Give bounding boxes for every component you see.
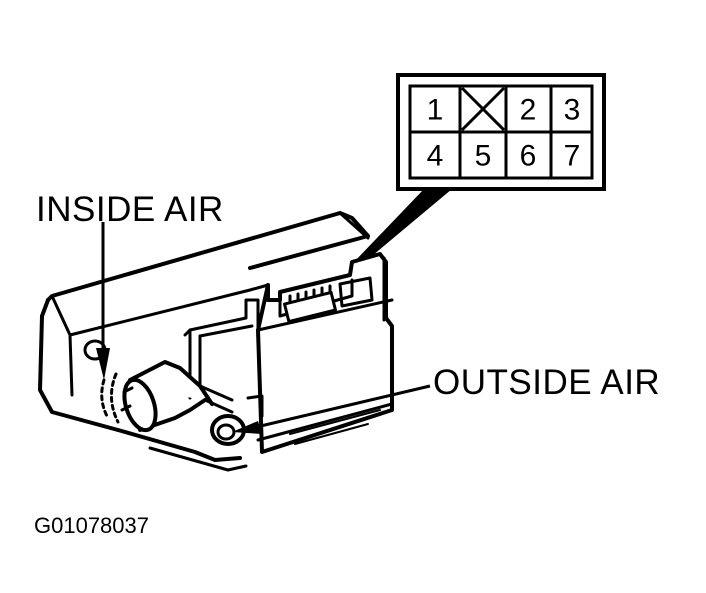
outside-air-leader-line: [251, 384, 431, 430]
connector-pinout: 1 2 3 4 5 6 7: [396, 73, 606, 191]
pin-number: 2: [520, 94, 537, 127]
inside-air-arrowhead: [96, 348, 110, 380]
inside-air-label: INSIDE AIR: [36, 190, 224, 229]
callout-pointer: [354, 189, 452, 266]
pin-number: 5: [475, 140, 492, 173]
figure-code: G01078037: [34, 513, 149, 538]
outside-air-arrowhead: [232, 421, 262, 434]
pin-number: 1: [427, 94, 444, 127]
pin-number: 7: [564, 140, 581, 173]
pin-number: 4: [427, 140, 444, 173]
pin-number: 6: [520, 140, 537, 173]
sensor-housing: [38, 211, 394, 472]
outside-air-label: OUTSIDE AIR: [433, 363, 661, 402]
blank-pin-x-mark: [460, 86, 506, 132]
pin-number: 3: [564, 94, 581, 127]
